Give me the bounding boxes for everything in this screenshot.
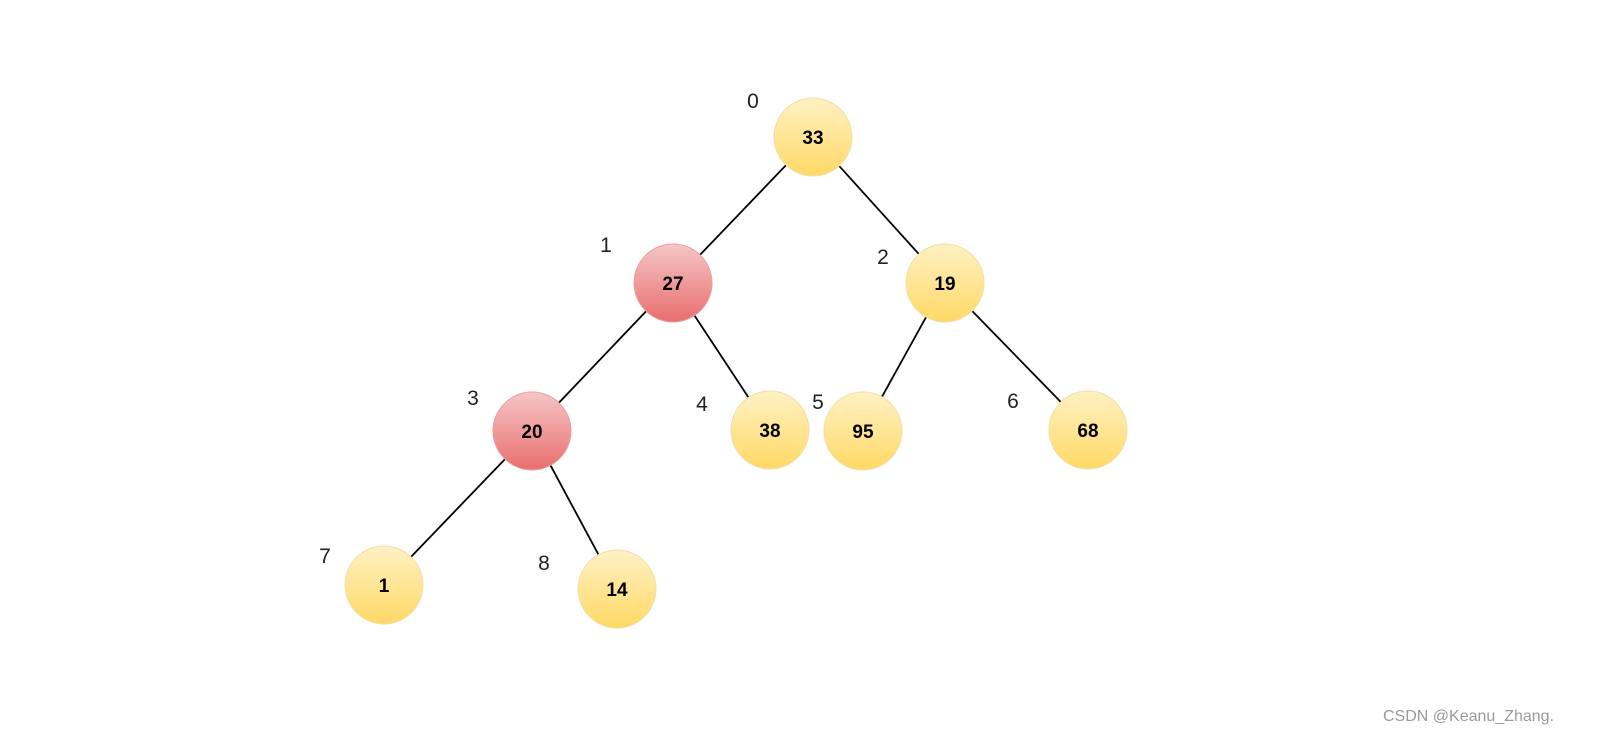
tree-node-3: 20 3 [467,387,572,471]
node-index-label: 4 [696,393,708,416]
node-circle [1048,390,1128,470]
node-circle [823,391,903,471]
tree-node-7: 17 [319,545,424,625]
node-index-label: 8 [538,552,550,575]
tree-node-5: 95 5 [812,391,903,471]
node-value: 1 [379,576,390,597]
edge-2-6 [971,310,1062,403]
node-value: 20 [521,422,542,443]
node-index-label: 6 [1007,390,1019,413]
node-circle [344,545,424,625]
node-value: 14 [606,580,628,601]
tree-node-1: 27 1 [600,234,713,323]
node-index-label: 0 [747,90,759,113]
edge-0-2 [838,165,920,255]
highlighted-node-circle [492,391,572,471]
tree-node-0: 33 0 [747,90,853,177]
edge-3-8 [549,464,600,556]
tree-node-4: 38 4 [696,390,810,470]
node-index-label: 1 [600,234,612,257]
node-index-label: 5 [812,391,824,414]
watermark: CSDN @Keanu_Zhang. [1383,708,1554,725]
node-value: 33 [802,128,823,149]
node-circle [773,97,853,177]
node-index-label: 7 [319,545,331,568]
edge-0-1 [699,164,787,256]
tree-node-2: 19 2 [877,243,985,323]
edge-3-7 [410,458,506,558]
node-circle [730,390,810,470]
node-circle [577,549,657,629]
node-value: 95 [852,422,874,443]
node-value: 68 [1077,421,1098,442]
edge-2-5 [881,316,927,398]
node-circle [905,243,985,323]
edge-1-3 [558,310,647,404]
node-index-label: 2 [877,246,889,269]
tree-node-6: 68 6 [1007,390,1128,470]
node-value: 19 [934,274,955,295]
highlighted-node-circle [633,243,713,323]
node-index-label: 3 [467,387,479,410]
edge-1-4 [693,315,750,398]
node-value: 27 [662,274,683,295]
tree-node-8: 14 8 [538,549,657,629]
edges-layer [410,164,1062,558]
node-value: 38 [759,421,780,442]
